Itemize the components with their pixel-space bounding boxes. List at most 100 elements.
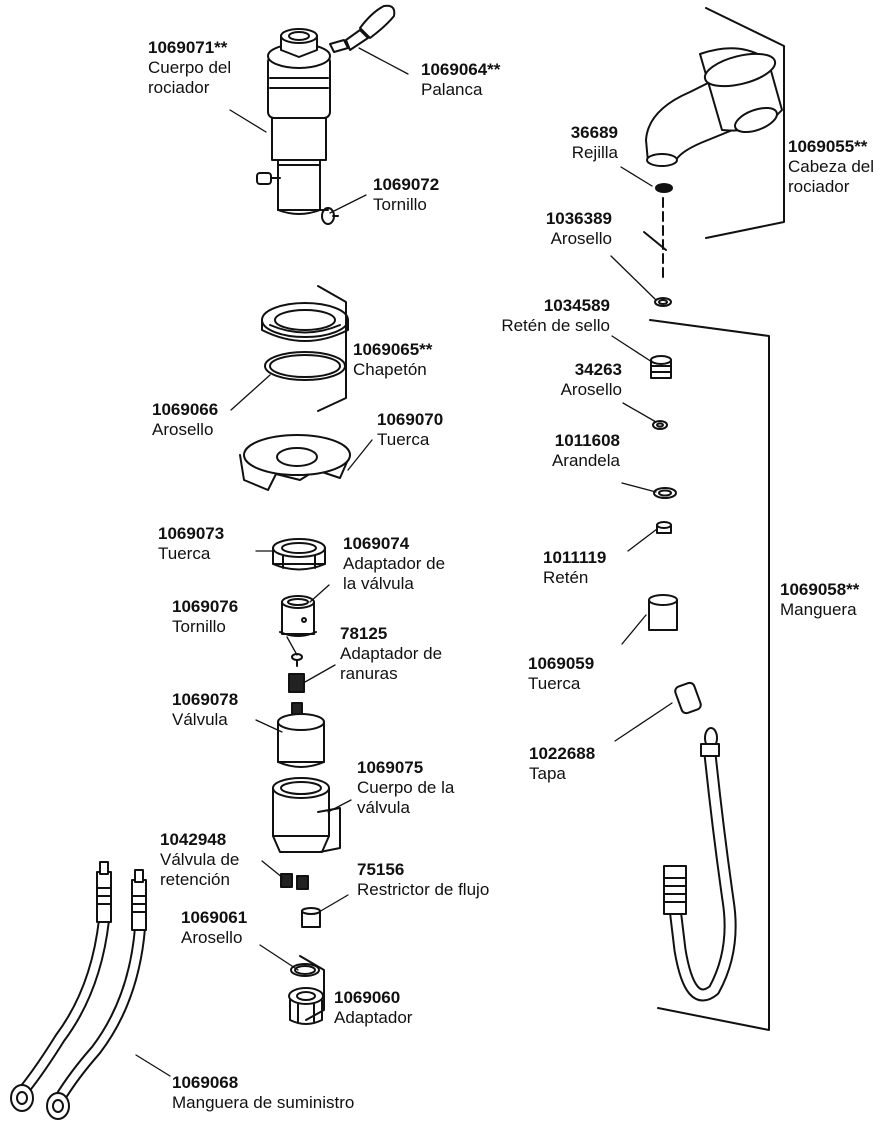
leader-lines xyxy=(135,47,673,1077)
part-number: 1069076 xyxy=(172,597,239,616)
valve-part xyxy=(277,702,325,768)
part-name: Arosello xyxy=(550,229,612,248)
part-name: Tuerca xyxy=(377,430,430,449)
spray-head-part xyxy=(645,47,783,167)
part-label-seal-retainer: 1034589 Retén de sello xyxy=(460,296,610,336)
cap-part xyxy=(674,681,702,715)
group-brackets xyxy=(299,7,785,1031)
screen-part xyxy=(655,183,673,193)
part-number: 1069059 xyxy=(528,654,595,673)
part-label-valve-body: 1069075 Cuerpo de la válvula xyxy=(357,758,454,818)
splined-adapter-part xyxy=(288,673,305,693)
part-name: Manguera xyxy=(780,600,857,619)
o-ring-part xyxy=(264,351,346,381)
part-label-o-ring-4: 34263 Arosello xyxy=(540,360,622,400)
part-label-spray-body: 1069071** Cuerpo del rociador xyxy=(148,38,231,98)
part-name: Chapetón xyxy=(353,360,427,379)
part-name: rociador xyxy=(788,177,850,196)
part-number: 1069072 xyxy=(373,175,440,194)
part-number: 1069060 xyxy=(334,988,401,1007)
part-name: Tornillo xyxy=(172,617,226,636)
part-number: 78125 xyxy=(340,624,388,643)
part-label-small-screw: 1069076 Tornillo xyxy=(172,597,238,637)
screw-part xyxy=(256,172,339,225)
part-number: 1011119 xyxy=(543,548,607,567)
part-number: 1042948 xyxy=(160,830,227,849)
part-label-escutcheon: 1069065** Chapetón xyxy=(353,340,432,380)
part-name: Válvula de xyxy=(160,850,240,869)
part-name: Cuerpo del xyxy=(148,58,232,77)
valve-adapter-part xyxy=(279,595,317,637)
part-name: Arosello xyxy=(181,928,243,947)
part-label-valve-adapter: 1069074 Adaptador de la válvula xyxy=(343,534,445,594)
part-label-check-valve: 1042948 Válvula de retención xyxy=(160,830,239,890)
part-number: 1069075 xyxy=(357,758,424,777)
part-number: 1036389 xyxy=(545,209,612,228)
lever-part xyxy=(329,4,396,53)
part-name: Tuerca xyxy=(528,674,581,693)
part-label-o-ring: 1069066 Arosello xyxy=(152,400,218,440)
part-name: Cabeza del xyxy=(788,157,875,176)
adapter-part xyxy=(288,987,324,1025)
part-name: la válvula xyxy=(343,574,414,593)
part-name: Válvula xyxy=(172,710,228,729)
part-number: 1069071** xyxy=(148,38,228,57)
part-label-adapter: 1069060 Adaptador xyxy=(334,988,412,1028)
part-name: Rejilla xyxy=(571,143,618,162)
part-number: 1069065** xyxy=(353,340,433,359)
part-name: Arandela xyxy=(551,451,620,470)
part-name: Tornillo xyxy=(373,195,427,214)
part-number: 1034589 xyxy=(543,296,610,315)
nut-part-2 xyxy=(272,538,326,571)
part-name: retención xyxy=(160,870,230,889)
part-number: 1069073 xyxy=(158,524,225,543)
escutcheon-part xyxy=(261,302,349,342)
supply-hose-part xyxy=(10,861,147,1120)
part-number: 34263 xyxy=(574,360,622,379)
part-name: Palanca xyxy=(421,80,483,99)
flow-restrictor-part xyxy=(301,907,321,928)
part-label-screen: 36689 Rejilla xyxy=(540,123,618,163)
valve-body-part xyxy=(272,777,341,853)
o-ring-part-3 xyxy=(654,297,672,307)
part-number: 1069061 xyxy=(181,908,248,927)
part-number: 1069055** xyxy=(788,137,868,156)
part-number: 1069064** xyxy=(421,60,501,79)
part-number: 1069068 xyxy=(172,1073,239,1092)
o-ring-part-2 xyxy=(290,963,320,977)
part-label-screw: 1069072 Tornillo xyxy=(373,175,439,215)
nut-part-3 xyxy=(648,594,678,631)
part-name: Adaptador de xyxy=(340,644,443,663)
part-label-o-ring-2: 1069061 Arosello xyxy=(181,908,247,948)
retainer-part xyxy=(656,521,672,534)
part-label-nut: 1069070 Tuerca xyxy=(377,410,443,450)
part-label-spray-head: 1069055** Cabeza del rociador xyxy=(788,137,874,197)
part-label-cap: 1022688 Tapa xyxy=(529,744,595,784)
part-label-nut-3: 1069059 Tuerca xyxy=(528,654,594,694)
o-ring-part-4 xyxy=(652,420,668,430)
part-name: Tapa xyxy=(529,764,566,783)
part-name: válvula xyxy=(357,798,410,817)
part-number: 1022688 xyxy=(529,744,596,763)
part-name: Cuerpo de la xyxy=(357,778,455,797)
hose-part xyxy=(663,727,737,1002)
part-name: Manguera de suministro xyxy=(172,1093,355,1112)
part-name: Adaptador xyxy=(334,1008,413,1027)
part-number: 1011608 xyxy=(554,431,620,450)
part-label-o-ring-3: 1036389 Arosello xyxy=(520,209,612,249)
check-valve-part xyxy=(280,873,309,890)
part-name: Arosello xyxy=(560,380,622,399)
part-name: Retén xyxy=(543,568,589,587)
part-name: ranuras xyxy=(340,664,398,683)
part-label-hose: 1069058** Manguera xyxy=(780,580,859,620)
nut-part xyxy=(239,434,351,491)
part-label-supply-hose: 1069068 Manguera de suministro xyxy=(172,1073,354,1113)
part-label-washer: 1011608 Arandela xyxy=(528,431,620,471)
part-number: 1069074 xyxy=(343,534,410,553)
part-number: 1069070 xyxy=(377,410,444,429)
part-label-lever: 1069064** Palanca xyxy=(421,60,500,100)
part-number: 1069066 xyxy=(152,400,219,419)
part-name: Retén de sello xyxy=(501,316,610,335)
part-label-valve: 1069078 Válvula xyxy=(172,690,238,730)
